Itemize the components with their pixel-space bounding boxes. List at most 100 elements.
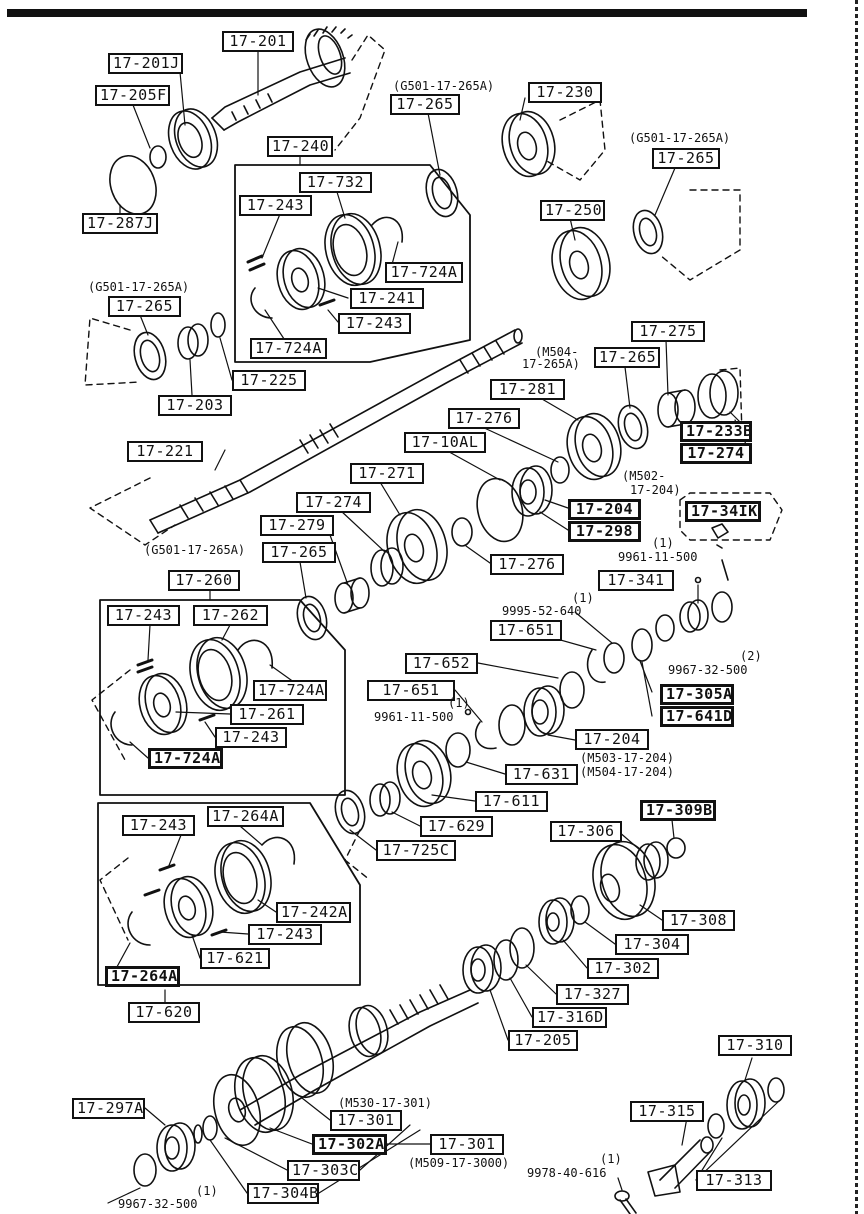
label-17-243-b: 17-243 <box>338 313 411 334</box>
washer-17-652-b <box>498 704 526 746</box>
note-qty-2: (2) <box>740 649 762 663</box>
bearing-17-306 <box>635 841 669 881</box>
label-17-310: 17-310 <box>718 1035 792 1056</box>
label-17-611: 17-611 <box>475 791 548 812</box>
label-17-243-f: 17-243 <box>248 924 322 945</box>
spring-17-724a-b <box>250 287 273 319</box>
nut-17-309b <box>666 837 686 859</box>
keys-17-243 <box>246 254 336 307</box>
label-17-301-b: 17-301 <box>430 1134 504 1155</box>
group-outline-17-240 <box>234 164 471 363</box>
label-17-306: 17-306 <box>550 821 622 842</box>
label-17-271: 17-271 <box>350 463 424 484</box>
collar-17-304b <box>202 1115 218 1141</box>
washer-17-276-b <box>451 517 473 547</box>
bearing-17-205 <box>462 944 502 994</box>
label-17-240: 17-240 <box>267 136 333 157</box>
idler-gear-17-310 <box>726 1078 766 1130</box>
note-9995-52-640: 9995-52-640 <box>502 604 582 618</box>
washer-17-276-a <box>550 456 570 484</box>
label-17-274-b: 17-274 <box>296 492 371 513</box>
gear-17-250 <box>551 226 611 301</box>
label-17-243-c: 17-243 <box>107 605 180 626</box>
snap-ring-17-651-b <box>474 721 497 750</box>
label-17-316d: 17-316D <box>532 1007 607 1028</box>
ring-17-225 <box>210 312 226 338</box>
label-17-651-a: 17-651 <box>490 620 562 641</box>
note-qty-1-b: (1) <box>572 591 594 605</box>
washer-17-313-a <box>707 1113 725 1139</box>
spacer-17-304 <box>570 895 590 925</box>
hub-sleeve-17-732 <box>324 212 382 287</box>
label-17-631: 17-631 <box>505 764 578 785</box>
label-17-274-a: 17-274 <box>680 443 752 464</box>
gear-17-271 <box>386 508 448 585</box>
hub-17-261 <box>138 672 188 736</box>
label-17-652: 17-652 <box>405 653 478 674</box>
hub-17-621 <box>163 875 214 939</box>
group-outline-17-620 <box>97 802 361 986</box>
label-17-641d: 17-641D <box>660 706 734 727</box>
snap-ring-17-651-a <box>586 649 606 683</box>
note-m502-line1: (M502- <box>622 469 666 483</box>
note-9978-40-616: 9978-40-616 <box>527 1166 607 1180</box>
label-17-304-a: 17-304 <box>615 934 689 955</box>
ring-17-287j <box>109 155 157 215</box>
gear-17-611 <box>396 739 452 808</box>
washer-9967-32-500 <box>711 591 733 623</box>
label-17-304b: 17-304B <box>247 1183 319 1204</box>
label-17-262: 17-262 <box>193 605 268 626</box>
bolt-9961-11-500-a <box>694 576 702 584</box>
label-17-201: 17-201 <box>222 31 294 52</box>
label-17-265-a: 17-265 <box>390 94 460 115</box>
label-17-265-c: 17-265 <box>108 296 181 317</box>
bearing-17-297a <box>156 1122 196 1172</box>
label-17-629: 17-629 <box>420 816 493 837</box>
label-17-201j: 17-201J <box>108 53 183 74</box>
label-17-313: 17-313 <box>696 1170 772 1191</box>
mainshaft-17-221 <box>149 328 523 534</box>
spring-17-264a-b <box>127 911 151 946</box>
small-fitting <box>716 544 729 581</box>
needle-bearing-17-203 <box>177 323 209 360</box>
note-g501-b: (G501-17-265A) <box>629 131 731 145</box>
label-17-265-d: 17-265 <box>594 347 660 368</box>
label-17-309b: 17-309B <box>640 800 716 821</box>
keys-17-243-e <box>143 863 228 937</box>
ring-17-305a <box>655 614 675 642</box>
synchro-ring-17-725c <box>334 789 366 835</box>
ring-17-652 <box>559 671 585 709</box>
ring-17-10al <box>476 477 524 543</box>
dashed-group-lines <box>84 34 783 941</box>
note-9961-11-500-b: 9961-11-500 <box>374 710 454 724</box>
label-17-297a: 17-297A <box>72 1098 145 1119</box>
note-m530: (M530-17-301) <box>338 1096 432 1110</box>
note-m504-b: (M504-17-204) <box>580 765 674 779</box>
needle-bearing-17-629 <box>369 781 401 817</box>
label-17-275: 17-275 <box>631 321 705 342</box>
gear-17-302 <box>538 897 575 945</box>
ring-17-316d <box>493 939 519 981</box>
label-17-233b: 17-233B <box>680 421 752 442</box>
note-g501-d: (G501-17-265A) <box>144 543 246 557</box>
note-9967-32-500-b: 9967-32-500 <box>118 1197 198 1211</box>
ring-17-631 <box>445 732 471 768</box>
ring-17-327 <box>509 927 535 969</box>
note-m503: (M503-17-204) <box>580 751 674 765</box>
note-g501-a: (G501-17-265A) <box>393 79 495 93</box>
note-g501-c: (G501-17-265A) <box>88 280 190 294</box>
bearing-17-204-b <box>523 685 565 737</box>
label-17-221: 17-221 <box>127 441 203 462</box>
synchro-ring-17-265-top <box>425 168 459 218</box>
label-17-265-b: 17-265 <box>652 148 720 169</box>
gear-17-230 <box>501 110 556 178</box>
gear-17-281 <box>566 412 622 481</box>
label-17-243-d: 17-243 <box>215 727 287 748</box>
note-qty-1-a: (1) <box>652 536 674 550</box>
label-17-250: 17-250 <box>540 200 605 221</box>
label-17-281: 17-281 <box>490 379 565 400</box>
idler-shaft-17-315 <box>647 1136 714 1197</box>
label-17-203: 17-203 <box>158 395 232 416</box>
synchro-ring-17-265-left <box>133 331 167 381</box>
bearing-17-233b <box>697 370 739 419</box>
